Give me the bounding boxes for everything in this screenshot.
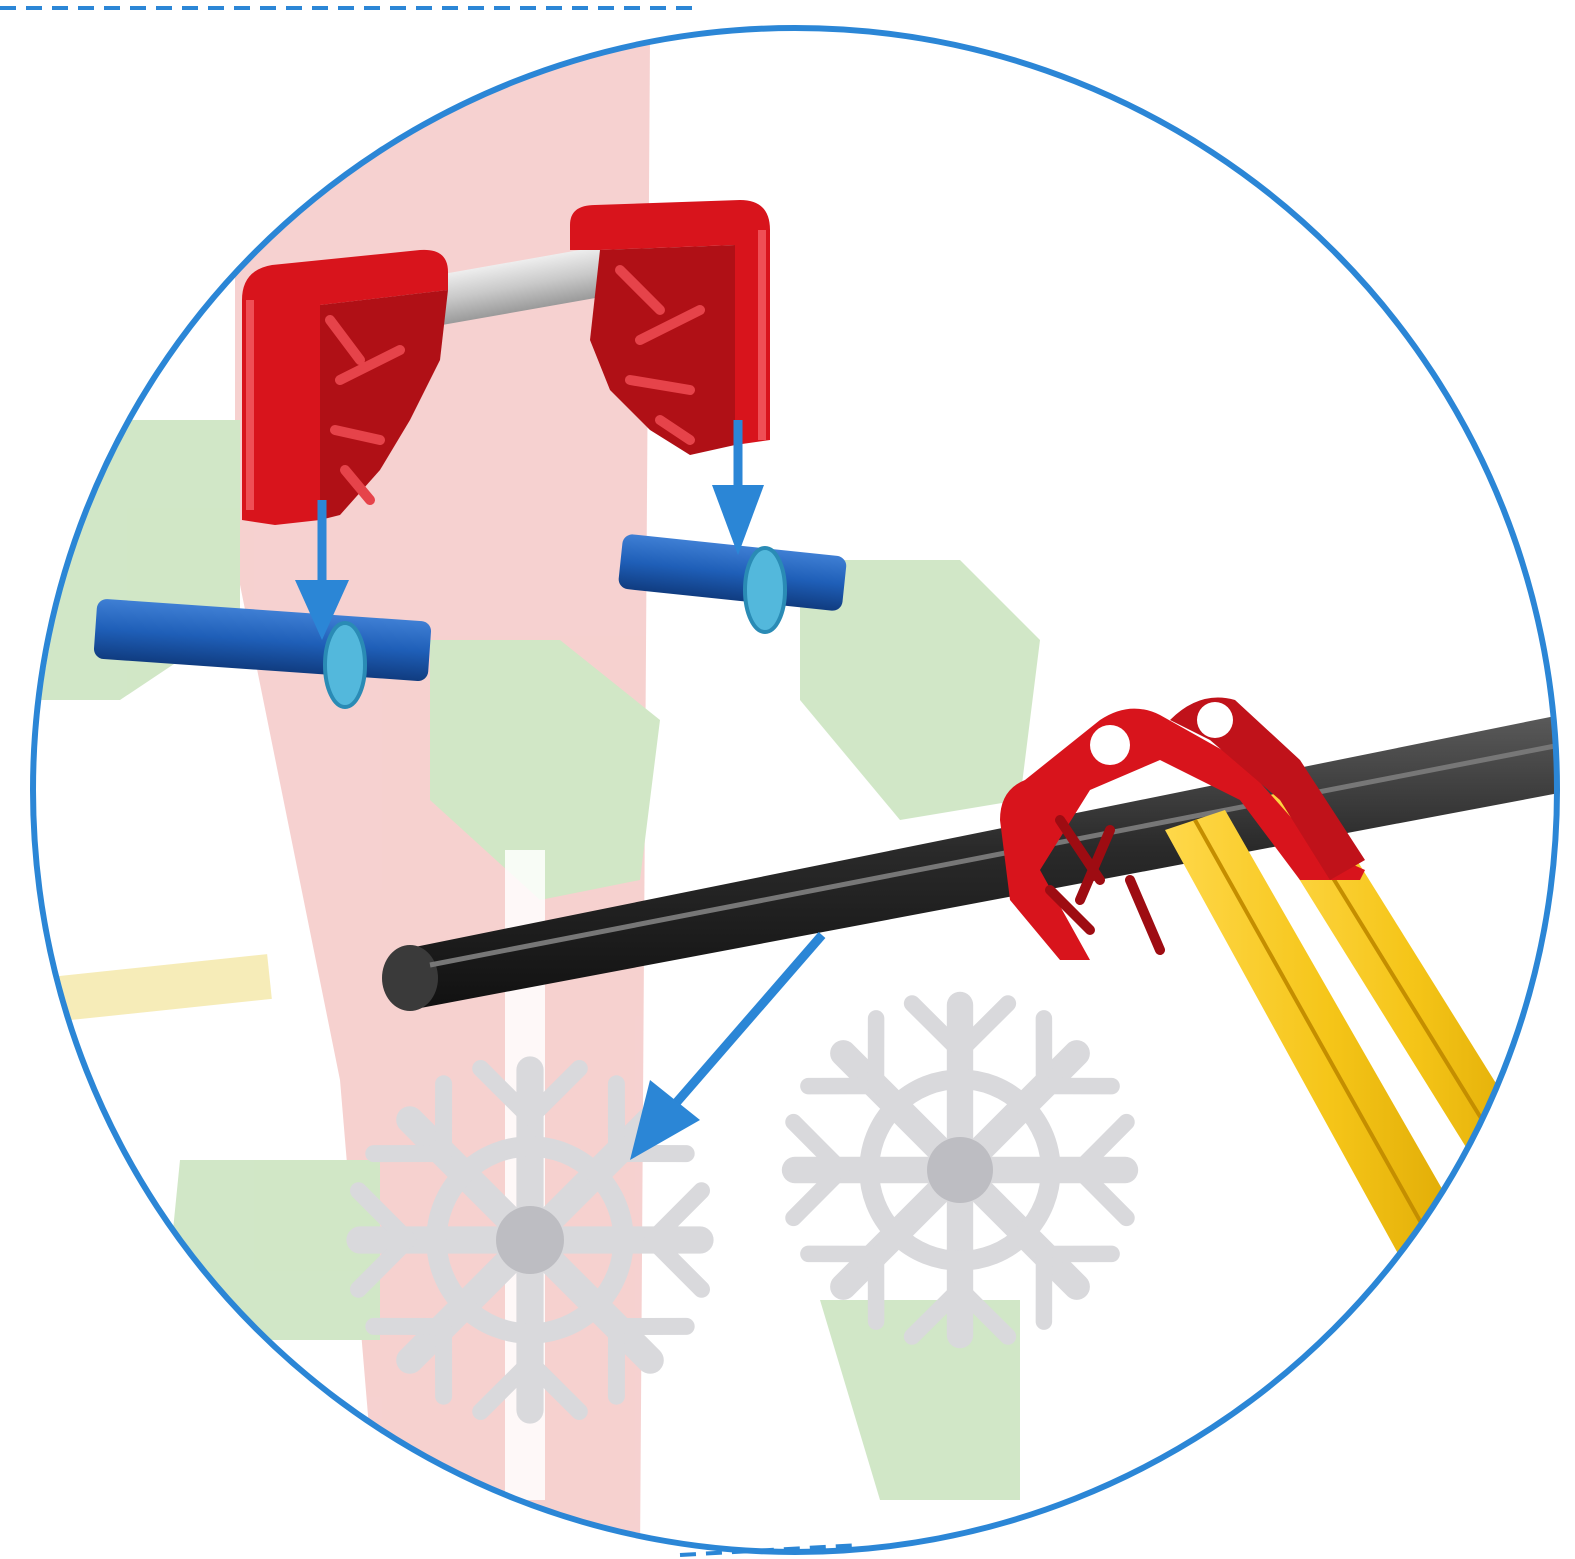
ghost-yellow-rod bbox=[58, 954, 272, 1021]
ghost-green-connector bbox=[170, 1160, 380, 1340]
blue-ring bbox=[745, 548, 785, 632]
gear-hub bbox=[496, 1206, 564, 1274]
yellow-rods bbox=[1165, 785, 1575, 1330]
grey-gear-right bbox=[794, 1004, 1127, 1337]
gear-hub bbox=[927, 1137, 993, 1203]
detail-circle-content bbox=[40, 40, 1575, 1559]
blue-ring bbox=[325, 623, 365, 707]
